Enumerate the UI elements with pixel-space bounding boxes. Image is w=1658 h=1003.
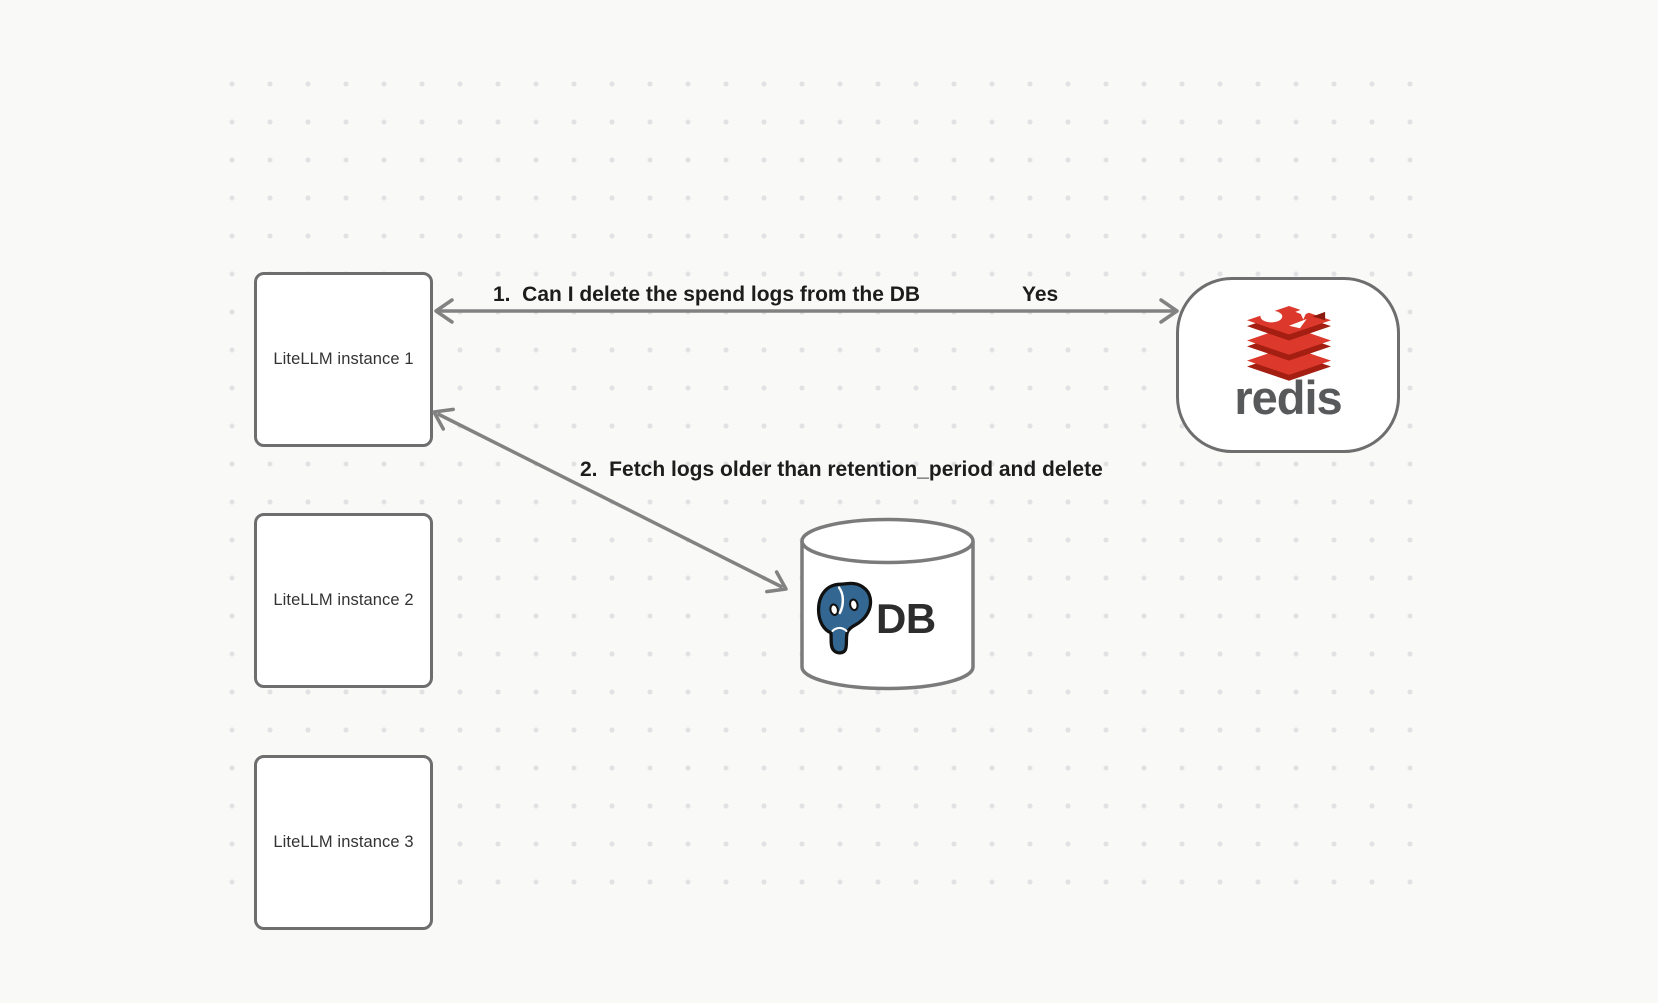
node-litellm-instance-3[interactable]: LiteLLM instance 3 — [254, 755, 433, 930]
node-label: LiteLLM instance 3 — [273, 833, 414, 851]
node-redis[interactable] — [1176, 277, 1400, 453]
node-litellm-instance-1[interactable]: LiteLLM instance 1 — [254, 272, 433, 447]
edge-1-label[interactable]: 1. Can I delete the spend logs from the … — [493, 283, 921, 306]
node-label: LiteLLM instance 1 — [273, 350, 414, 368]
redis-wordmark: redis — [1234, 371, 1342, 424]
node-litellm-instance-2[interactable]: LiteLLM instance 2 — [254, 513, 433, 688]
db-label: DB — [876, 595, 936, 642]
edge-1-response-label[interactable]: Yes — [1022, 283, 1059, 306]
edge-2-label[interactable]: 2. Fetch logs older than retention_perio… — [580, 458, 1103, 481]
node-label: LiteLLM instance 2 — [273, 591, 414, 609]
